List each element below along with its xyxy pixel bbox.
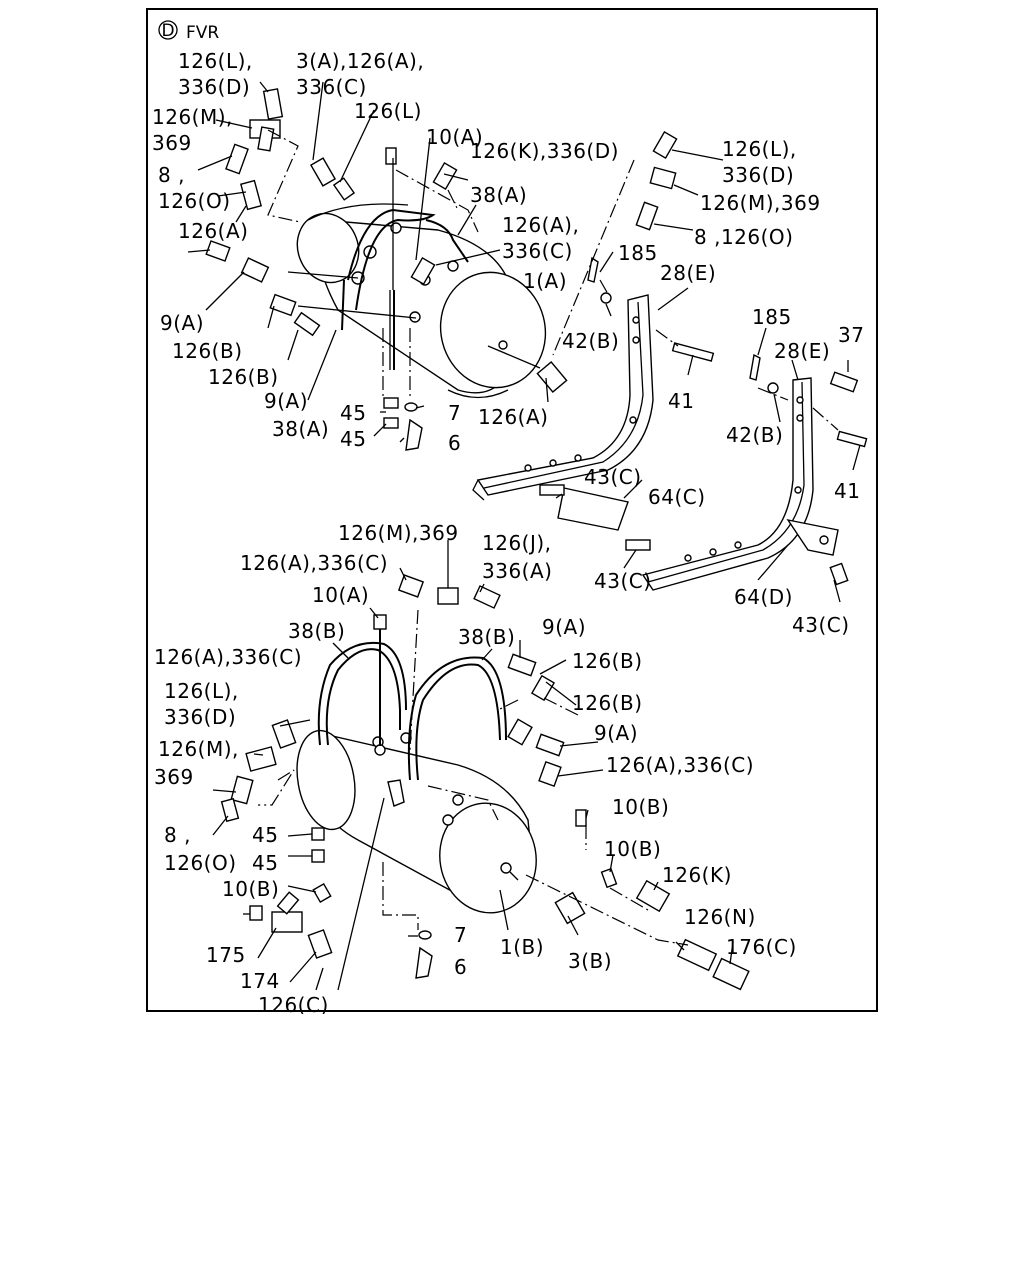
callout-label: 336(D) [722,163,794,187]
callout-label: 45 [340,401,366,425]
callout-label: 126(M), [152,105,233,129]
callout-label: 175 [206,943,246,967]
callout-label: 9(A) [594,721,638,745]
callout-label: 176(C) [726,935,797,959]
lower-air-tank [296,729,537,914]
callout-label: 6 [448,431,461,455]
model-label: FVR [186,23,219,43]
callout-label: 7 [448,401,461,425]
callout-label: 174 [240,969,280,993]
callout-label: 185 [752,305,792,329]
callout-label: 126(L) [354,99,422,123]
callout-label: 126(A) [478,405,548,429]
callout-label: 10(B) [612,795,669,819]
callout-label: 1(A) [523,269,567,293]
callout-label: 43(C) [594,569,652,593]
callout-label: 6 [454,955,467,979]
callout-label: 126(N) [684,905,756,929]
callout-label: 41 [834,479,860,503]
upper-dashed-lines [267,129,479,396]
parts-diagram: D FVR [152,20,868,1014]
callout-label: 64(D) [734,585,793,609]
callout-label: 42(B) [562,329,619,353]
lower-right-bracket [539,327,868,603]
callout-label: 8 , [164,823,191,847]
callout-label: 126(C) [258,993,329,1014]
callout-label: 10(A) [312,583,369,607]
callout-label: 126(M),369 [700,191,821,215]
upper-callouts: 126(L), 336(D) 126(M), 369 8 , 126(O) 12… [152,49,864,637]
callout-label: 126(B) [572,649,643,673]
callout-label: 64(C) [648,485,706,509]
diagram-frame: D FVR [146,8,878,1014]
callout-label: 126(B) [172,339,243,363]
upper-tank-strap [341,208,469,370]
callout-label: 45 [340,427,366,451]
callout-label: 28(E) [660,261,716,285]
callout-label: 126(A),336(C) [240,551,388,575]
callout-label: 126(M), [158,737,239,761]
callout-label: 126(B) [572,691,643,715]
callout-label: 45 [252,823,278,847]
callout-label: 126(A) [178,219,248,243]
callout-label: 43(C) [584,465,642,489]
callout-label: 336(D) [178,75,250,99]
callout-label: 9(A) [264,389,308,413]
callout-label: 126(L), [164,679,239,703]
callout-label: 42(B) [726,423,783,447]
section-header: D FVR [158,20,219,43]
callout-label: 7 [454,923,467,947]
lower-fittings [220,574,750,991]
callout-label: 369 [154,765,194,789]
callout-label: 28(E) [774,339,830,363]
callout-label: 38(B) [288,619,345,643]
section-circle-icon [158,20,178,40]
callout-label: 38(A) [272,417,329,441]
callout-label: 126(K) [662,863,732,887]
lower-dashed-lines [258,609,689,946]
callout-label: 43(C) [792,613,850,637]
callout-label: 9(A) [160,311,204,335]
callout-label: 10(A) [426,125,483,149]
lower-callouts: 126(M),369 126(A),336(C) 126(J), 336(A) … [154,521,797,1014]
callout-label: 126(L), [722,137,797,161]
callout-label: 185 [618,241,658,265]
callout-label: 126(M),369 [338,521,459,545]
callout-label: 126(A), [502,213,579,237]
callout-label: 3(A),126(A), [296,49,424,73]
section-letter: D [161,21,174,41]
upper-air-tank [296,203,547,399]
callout-label: 3(B) [568,949,612,973]
callout-label: 369 [152,131,192,155]
upper-right-bracket [472,131,724,501]
callout-label: 9(A) [542,615,586,639]
callout-label: 126(O) [164,851,237,875]
upper-left-fittings [205,88,568,451]
callout-label: 126(K),336(D) [470,139,619,163]
callout-label: 126(A),336(C) [606,753,754,777]
callout-label: 1(B) [500,935,544,959]
callout-label: 38(A) [470,183,527,207]
callout-label: 126(L), [178,49,253,73]
lower-leader-lines [212,540,734,991]
callout-label: 41 [668,389,694,413]
callout-label: 45 [252,851,278,875]
callout-label: 126(B) [208,365,279,389]
upper-leader-lines [187,81,549,443]
callout-label: 336(C) [502,239,573,263]
callout-label: 10(B) [604,837,661,861]
callout-label: 336(D) [164,705,236,729]
callout-label: 8 , [158,163,185,187]
callout-label: 126(A),336(C) [154,645,302,669]
lower-tank-straps [317,614,507,781]
callout-label: 10(B) [222,877,279,901]
callout-label: 336(C) [296,75,367,99]
callout-label: 8 ,126(O) [694,225,793,249]
callout-label: 126(O) [158,189,231,213]
callout-label: 38(B) [458,625,515,649]
callout-label: 336(A) [482,559,552,583]
callout-label: 126(J), [482,531,552,555]
callout-label: 37 [838,323,864,347]
